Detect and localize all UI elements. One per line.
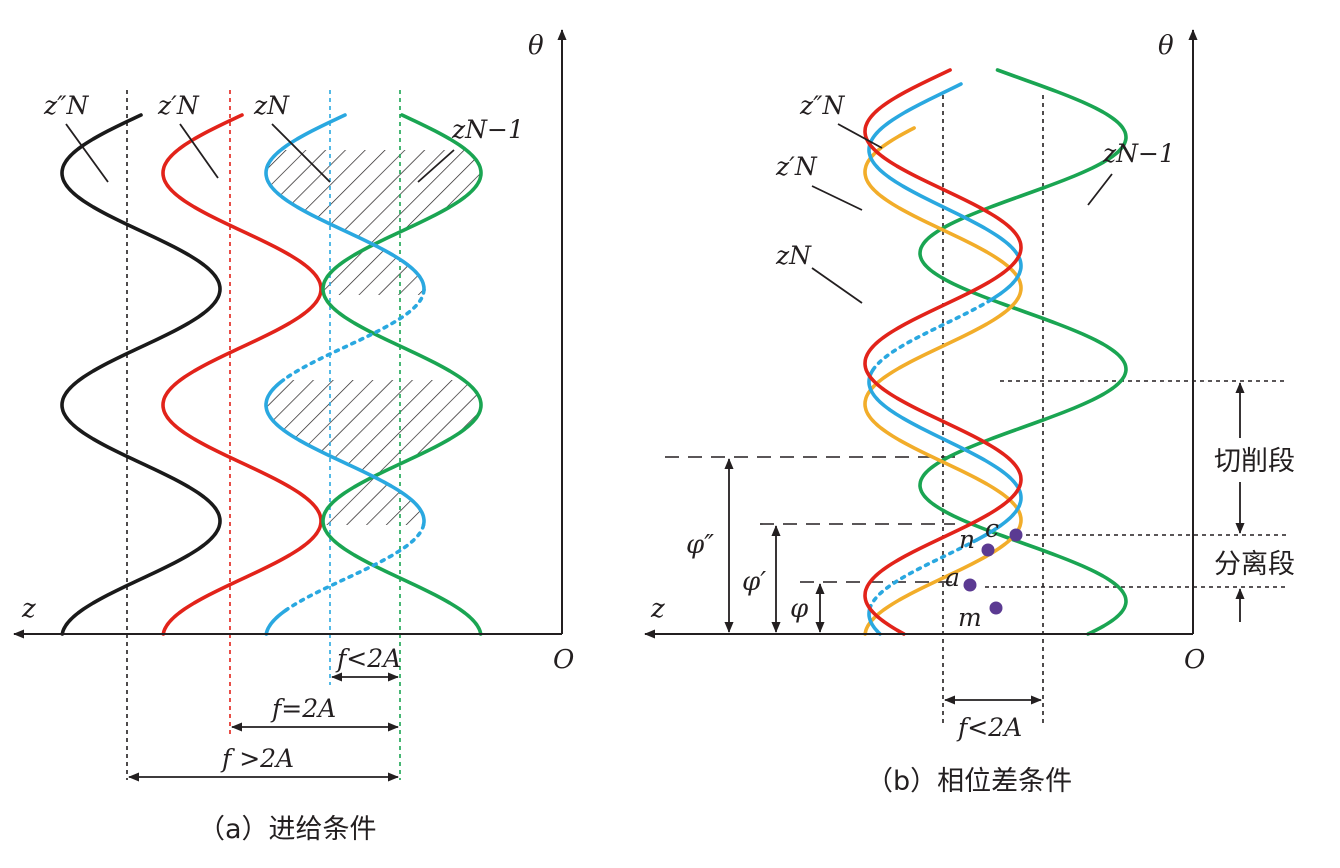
label-zN-double: z″N xyxy=(43,91,90,120)
leader-zN xyxy=(271,123,331,183)
point-a xyxy=(963,578,977,592)
dim-label-f-lt: f<2A xyxy=(956,713,1022,742)
point-label-a: a xyxy=(945,563,960,592)
leader-zN-prime xyxy=(811,185,863,211)
leader-zN xyxy=(811,267,863,304)
label-zN-double: z″N xyxy=(799,91,846,120)
caption-a: （a）进给条件 xyxy=(198,814,377,845)
label-zN-minus1: zN−1 xyxy=(451,115,524,144)
panel-a: θ z O z″N z′N zN zN−1 f<2A f=2A f >2A （a… xyxy=(13,29,574,845)
leader-zN-minus1 xyxy=(1087,173,1113,206)
curve-zN-prime xyxy=(161,113,323,636)
label-zN-prime: z′N xyxy=(157,91,200,120)
leader-zN-prime xyxy=(179,123,219,179)
leader-zN-double xyxy=(837,123,883,149)
leader-zN-minus1 xyxy=(417,149,455,183)
dim-label-f-eq: f=2A xyxy=(270,694,336,723)
overlap-hatch-lower xyxy=(266,380,481,525)
point-label-n: n xyxy=(959,525,975,554)
label-zN: zN xyxy=(253,91,290,120)
label-phi-double: φ″ xyxy=(686,530,714,560)
point-m xyxy=(989,601,1003,615)
origin-label: O xyxy=(1184,645,1205,675)
label-phi-prime: φ′ xyxy=(742,567,766,597)
curve-zN-dotted-arc-1 xyxy=(281,288,426,382)
curve-zN-prime-dotted-1 xyxy=(871,298,993,372)
label-zN-prime: z′N xyxy=(775,152,818,181)
curve-zN-prime-middle xyxy=(867,368,1023,542)
curve-zN xyxy=(863,126,1023,636)
dim-label-f-lt: f<2A xyxy=(335,644,401,673)
curve-zN-double xyxy=(863,68,1023,636)
overlap-hatch-upper xyxy=(266,150,481,295)
leader-zN-double xyxy=(65,123,109,183)
point-c xyxy=(1009,528,1023,542)
origin-label: O xyxy=(553,645,574,675)
point-label-m: m xyxy=(958,603,982,632)
curve-zN-dotted-arc-2 xyxy=(284,523,426,612)
panel-b: n c a m θ z O z″N z′N zN zN−1 φ″ φ′ φ 切削… xyxy=(644,29,1295,797)
label-phi: φ xyxy=(790,594,809,624)
curve-zN-tail xyxy=(264,608,288,636)
theta-axis-label: θ xyxy=(1158,31,1174,61)
dim-label-f-gt: f >2A xyxy=(220,744,294,773)
curve-zN-minus1 xyxy=(321,113,483,636)
curve-zN-double xyxy=(60,113,222,636)
curve-zN-middle-arc xyxy=(264,378,426,527)
label-zN-minus1: zN−1 xyxy=(1102,139,1175,168)
caption-b: （b）相位差条件 xyxy=(866,766,1072,797)
z-axis-label: z xyxy=(21,594,36,624)
point-label-c: c xyxy=(985,514,999,543)
point-n xyxy=(981,543,995,557)
theta-axis-label: θ xyxy=(528,31,544,61)
label-zN: zN xyxy=(775,241,812,270)
curve-zN-prime-tail xyxy=(867,608,882,636)
cut-segment-label: 切削段 xyxy=(1214,446,1295,477)
curve-zN-minus1 xyxy=(918,68,1128,636)
separation-segment-label: 分离段 xyxy=(1214,549,1295,580)
curve-zN-upper-arc xyxy=(264,113,426,292)
curve-zN-prime-dotted-2 xyxy=(867,538,979,612)
curve-zN-prime-upper xyxy=(867,82,1023,302)
z-axis-label: z xyxy=(650,594,665,624)
